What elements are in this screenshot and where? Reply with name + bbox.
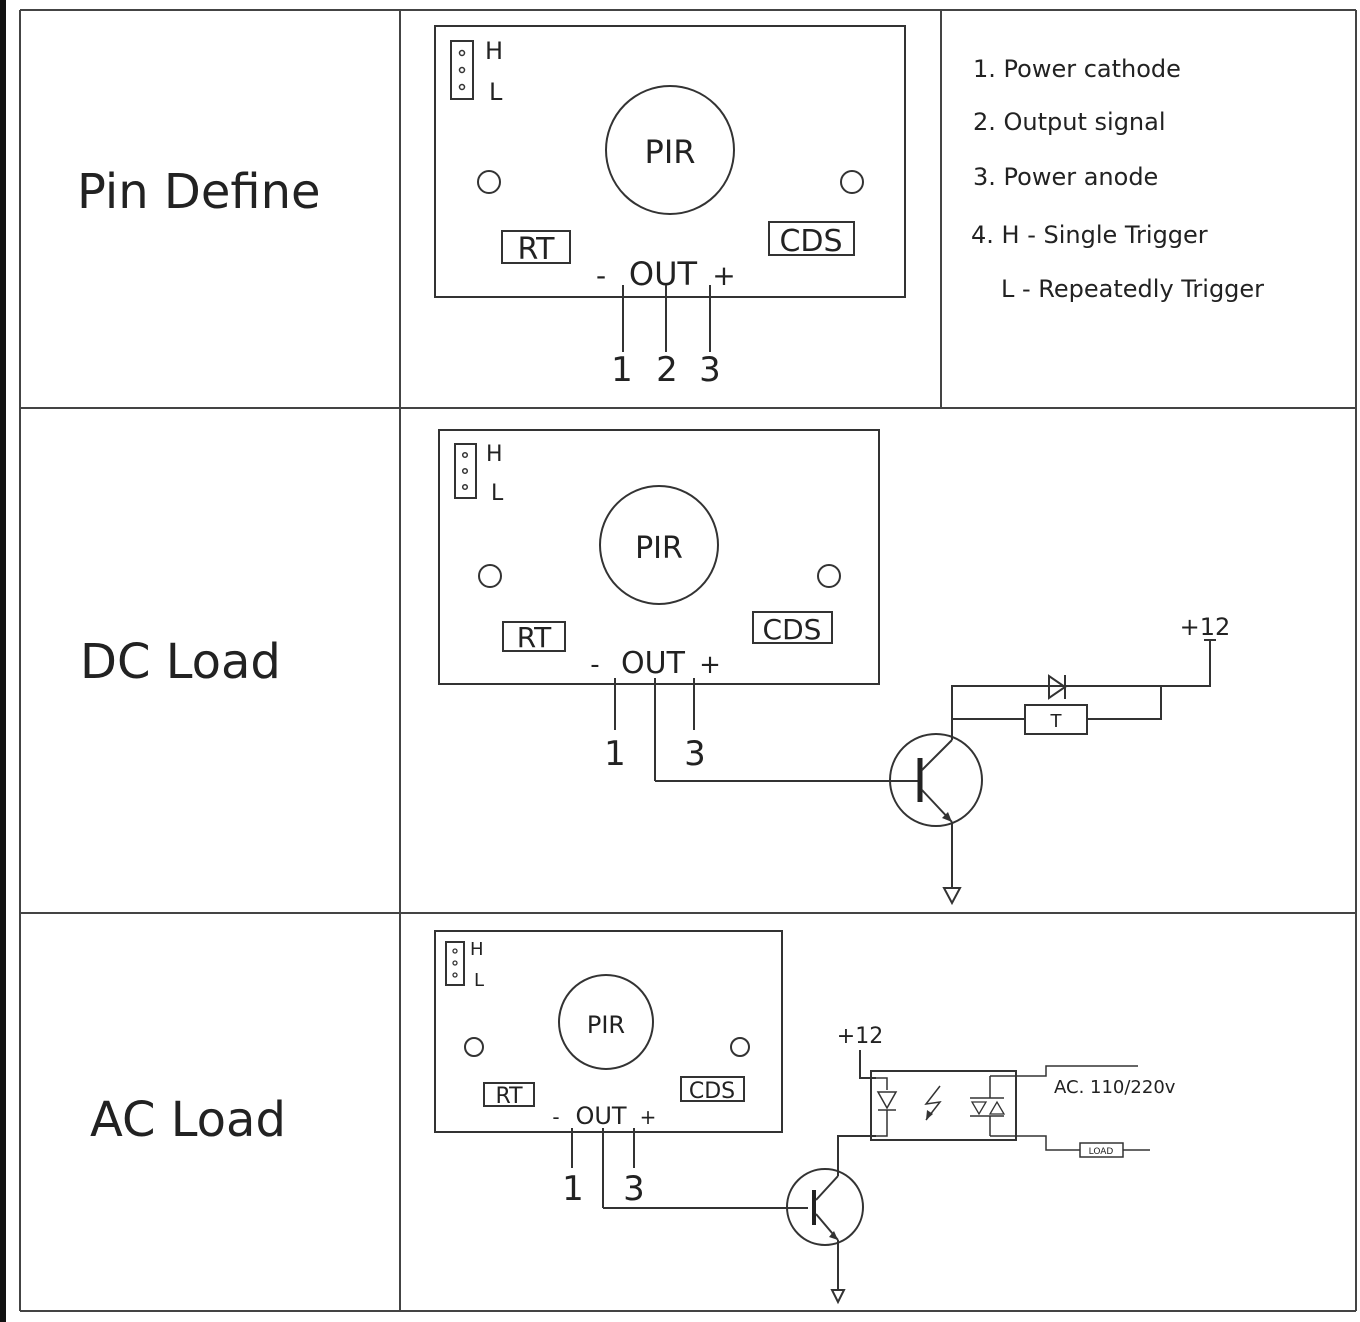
ac-load-board: H L PIR RT CDS - OUT + 1 3 — [434, 930, 783, 1209]
jumper-label-l: L — [491, 481, 504, 506]
cds-box — [768, 221, 855, 256]
out-minus-label: - — [552, 1105, 559, 1129]
pin-leads — [571, 1128, 635, 1208]
pin-number-3: 3 — [699, 350, 721, 390]
pin-note-3: 3. Power anode — [973, 163, 1158, 191]
ac-mains-label: AC. 110/220v — [1054, 1077, 1176, 1098]
pin-leads — [614, 678, 695, 781]
diode-icon — [1048, 674, 1067, 700]
cds-box — [752, 611, 833, 644]
rt-label: RT — [495, 1084, 523, 1109]
solid-state-relay-box — [870, 1070, 1017, 1141]
out-label: OUT — [629, 255, 698, 293]
jumper-label-l: L — [474, 970, 484, 991]
mount-hole-right — [840, 170, 864, 194]
row-label-dc-load: DC Load — [80, 634, 281, 690]
ground-icon — [942, 887, 962, 906]
pin-note-2: 2. Output signal — [973, 108, 1166, 136]
out-plus-label: + — [640, 1105, 657, 1129]
out-label: OUT — [575, 1102, 626, 1130]
ground-icon — [830, 1289, 846, 1305]
mount-hole-right — [817, 564, 841, 588]
out-plus-label: + — [699, 650, 721, 680]
row-label-pin-define: Pin Define — [77, 164, 321, 220]
out-minus-label: - — [596, 259, 606, 292]
cds-box — [680, 1076, 745, 1102]
rt-box — [502, 621, 566, 652]
pir-sensor-circle — [558, 974, 654, 1070]
pin-note-4: 4. H - Single Trigger — [971, 221, 1208, 249]
led-icon — [876, 1077, 898, 1137]
mount-hole-left — [464, 1037, 484, 1057]
mount-hole-left — [478, 564, 502, 588]
pin-number-1: 1 — [562, 1169, 584, 1209]
table-grid — [19, 9, 1357, 1312]
mount-hole-left — [477, 170, 501, 194]
pin-leads — [622, 285, 711, 352]
out-label: OUT — [621, 646, 686, 681]
jumper-label-h: H — [485, 37, 503, 65]
pin-number-1: 1 — [611, 350, 633, 390]
triac-icon — [970, 1065, 1138, 1151]
dc-supply-label: +12 — [1180, 613, 1231, 641]
ac-load-circuit: +12 AC. 110/220v LOAD — [603, 1024, 1176, 1305]
rt-box — [483, 1082, 535, 1107]
jumper-label-h: H — [470, 939, 484, 960]
jumper-label-l: L — [489, 78, 503, 106]
pir-sensor-circle — [605, 85, 735, 215]
jumper-icon — [450, 40, 474, 100]
jumper-icon — [454, 443, 477, 499]
load-label: LOAD — [1089, 1147, 1114, 1157]
rt-label: RT — [517, 621, 552, 654]
jumper-label-h: H — [486, 442, 503, 467]
jumper-icon — [445, 941, 465, 986]
pir-label: PIR — [645, 133, 696, 171]
pir-sensor-circle — [599, 485, 719, 605]
pir-label: PIR — [587, 1011, 625, 1039]
ac-supply-label: +12 — [837, 1024, 883, 1049]
out-minus-label: - — [590, 650, 599, 680]
rt-label: RT — [518, 232, 556, 267]
light-emission-icon — [924, 1085, 942, 1121]
npn-transistor-icon — [786, 1168, 864, 1246]
pin-notes: 1. Power cathode 2. Output signal 3. Pow… — [971, 55, 1264, 303]
left-edge-bar — [0, 0, 6, 1322]
cds-label: CDS — [763, 613, 822, 646]
pin-note-1: 1. Power cathode — [973, 55, 1181, 83]
pin-note-5: L - Repeatedly Trigger — [1001, 275, 1264, 303]
out-plus-label: + — [712, 259, 735, 292]
npn-transistor-icon — [889, 733, 983, 827]
cds-label: CDS — [689, 1079, 735, 1104]
pin-number-2: 2 — [656, 350, 678, 390]
pin-number-3: 3 — [623, 1169, 645, 1209]
pin-number-1: 1 — [604, 734, 626, 774]
relay-label: T — [1050, 711, 1063, 732]
pin-number-3: 3 — [684, 734, 706, 774]
pin-define-board: H L PIR RT CDS - OUT + 1 2 3 — [434, 25, 906, 390]
mount-hole-right — [730, 1037, 750, 1057]
pir-label: PIR — [635, 531, 683, 566]
dc-load-board: H L PIR RT CDS - OUT + 1 3 — [438, 429, 880, 781]
row-label-ac-load: AC Load — [90, 1092, 286, 1148]
dc-load-circuit: T +12 — [655, 613, 1231, 906]
rt-box — [501, 230, 571, 264]
cds-label: CDS — [779, 224, 842, 259]
